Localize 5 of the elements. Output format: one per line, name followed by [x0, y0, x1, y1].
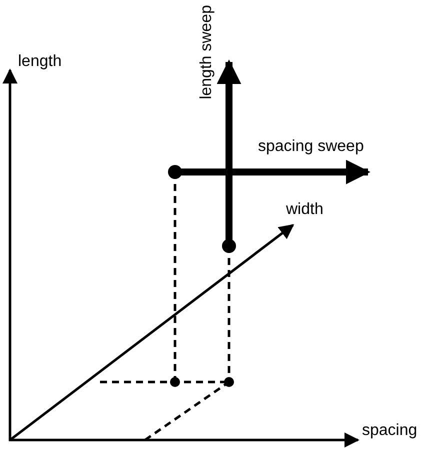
axis-label: width — [286, 201, 324, 219]
axis-label: length — [18, 53, 62, 71]
axis-label: spacing sweep — [258, 138, 364, 156]
axis-label: length sweep — [198, 5, 216, 100]
axis-label: spacing — [362, 422, 418, 440]
